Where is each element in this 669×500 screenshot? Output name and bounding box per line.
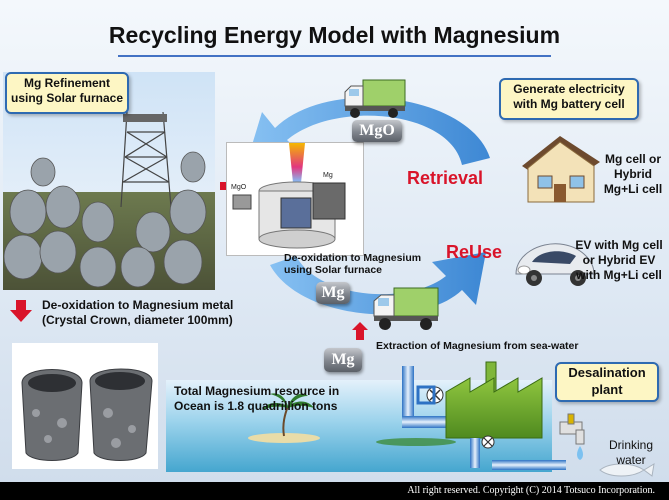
furnace-mg-label: Mg xyxy=(323,172,333,179)
water-drop xyxy=(577,446,583,460)
furnace-mgo-label: MgO xyxy=(231,184,247,191)
resource-label: Total Magnesium resource in Ocean is 1.8… xyxy=(174,384,340,413)
reuse-label: ReUse xyxy=(446,242,503,262)
mg-block-bottom: Mg xyxy=(324,348,362,372)
fish-icon xyxy=(599,463,655,477)
title-underline xyxy=(118,55,551,57)
deox-furnace-label: De-oxidation to Magnesium using Solar fu… xyxy=(284,252,422,276)
copyright-bar: All right reserved. Copyright (C) 2014 T… xyxy=(0,482,669,500)
furnace-diagram: MgO Mg xyxy=(226,142,364,256)
red-arrow-up xyxy=(352,322,368,340)
extraction-label: Extraction of Magnesium from sea-water xyxy=(376,340,579,352)
house-image xyxy=(518,132,602,206)
ev-car-image xyxy=(510,236,598,290)
mg-block-top: Mg xyxy=(316,282,350,304)
copyright-text: All right reserved. Copyright (C) 2014 T… xyxy=(407,485,655,496)
truck-mgo xyxy=(343,76,407,120)
callout-desalination: Desalination plant xyxy=(555,362,659,402)
deox-metal-label: De-oxidation to Magnesium metal (Crystal… xyxy=(42,298,234,327)
drinking-water-label: Drinking water xyxy=(608,438,653,467)
mgo-block: MgO xyxy=(352,120,402,142)
red-arrow-down xyxy=(10,300,32,322)
retrieval-label: Retrieval xyxy=(407,168,484,188)
mg-cell-label: Mg cell or Hybrid Mg+Li cell xyxy=(603,152,663,196)
top-arc-arrow xyxy=(246,97,490,165)
callout-mg-refinement: Mg Refinement using Solar furnace xyxy=(5,72,129,114)
truck-mg xyxy=(372,284,440,332)
crystal-crown-photo xyxy=(12,343,158,469)
factory-building xyxy=(445,377,543,439)
pipe-vertical-left xyxy=(402,366,414,428)
callout-generate-electricity: Generate electricity with Mg battery cel… xyxy=(499,78,639,120)
slide-title: Recycling Energy Model with Magnesium xyxy=(108,22,561,48)
pipe-lower xyxy=(470,438,480,468)
ev-label: EV with Mg cell or Hybrid EV with Mg+Li … xyxy=(575,238,663,282)
